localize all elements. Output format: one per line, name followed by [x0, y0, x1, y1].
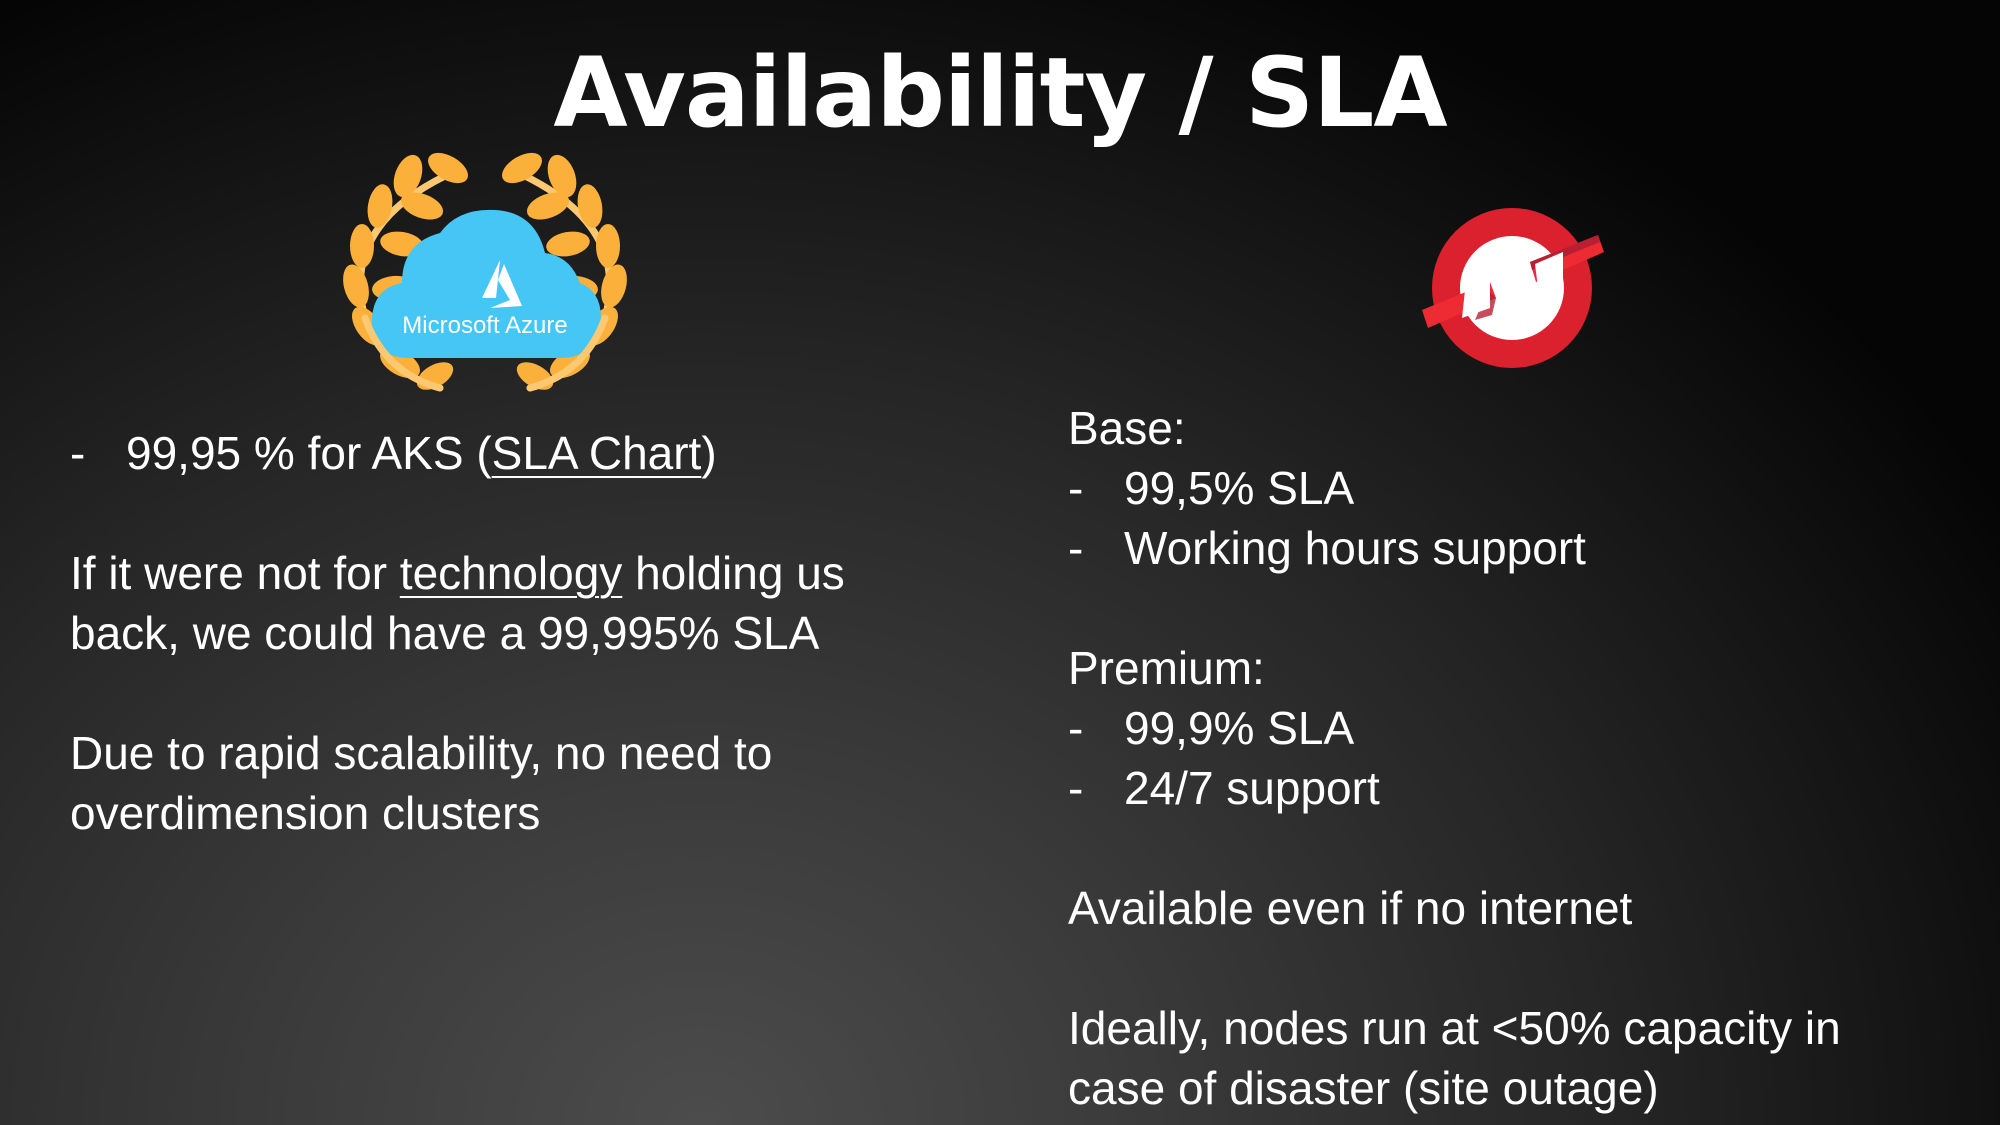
technology-line-1: If it were not for technology holding us	[70, 543, 845, 603]
base-item-support: -Working hours support	[1068, 518, 1586, 578]
slide-title: Availability / SLA	[553, 37, 1447, 149]
bullet-dash: -	[1068, 762, 1084, 814]
capacity-note: Ideally, nodes run at <50% capacity in c…	[1068, 998, 1841, 1118]
aks-sla-text: 99,95 % for AKS (	[126, 427, 492, 479]
base-plan-section: Base: -99,5% SLA -Working hours support	[1068, 398, 1586, 578]
aks-sla-bullet: -99,95 % for AKS (SLA Chart)	[70, 423, 717, 483]
premium-item-support: -24/7 support	[1068, 758, 1380, 818]
bullet-dash: -	[70, 427, 86, 479]
paragraph-text: If it were not for	[70, 547, 400, 599]
base-heading: Base:	[1068, 402, 1186, 454]
offline-availability-note: Available even if no internet	[1068, 882, 1633, 934]
bullet-dash: -	[1068, 522, 1084, 574]
premium-item-sla: -99,9% SLA	[1068, 698, 1380, 758]
base-support-text: Working hours support	[1124, 522, 1586, 574]
technology-line-2: back, we could have a 99,995% SLA	[70, 607, 820, 659]
premium-heading: Premium:	[1068, 642, 1265, 694]
scalability-line-2: overdimension clusters	[70, 787, 541, 839]
base-sla-text: 99,5% SLA	[1124, 462, 1355, 514]
sla-chart-link[interactable]: SLA Chart	[491, 427, 702, 479]
azure-logo-label: Microsoft Azure	[402, 312, 567, 339]
premium-support-text: 24/7 support	[1124, 762, 1380, 814]
premium-sla-text: 99,9% SLA	[1124, 702, 1355, 754]
openshift-logo-icon	[1422, 208, 1604, 368]
premium-plan-section: Premium: -99,9% SLA -24/7 support	[1068, 638, 1380, 818]
paragraph-text: holding us	[622, 547, 845, 599]
scalability-line-1: Due to rapid scalability, no need to	[70, 727, 773, 779]
technology-link[interactable]: technology	[399, 547, 623, 599]
capacity-line-1: Ideally, nodes run at <50% capacity in	[1068, 1002, 1841, 1054]
bullet-dash: -	[1068, 462, 1084, 514]
scalability-paragraph: Due to rapid scalability, no need to ove…	[70, 723, 772, 843]
bullet-dash: -	[1068, 702, 1084, 754]
aks-sla-suffix: )	[701, 427, 717, 479]
technology-paragraph: If it were not for technology holding us…	[70, 543, 845, 663]
capacity-line-2: case of disaster (site outage)	[1068, 1062, 1659, 1114]
base-item-sla: -99,5% SLA	[1068, 458, 1586, 518]
azure-cloud-icon	[371, 209, 601, 358]
azure-laurel-logo: Microsoft Azure	[343, 152, 627, 392]
